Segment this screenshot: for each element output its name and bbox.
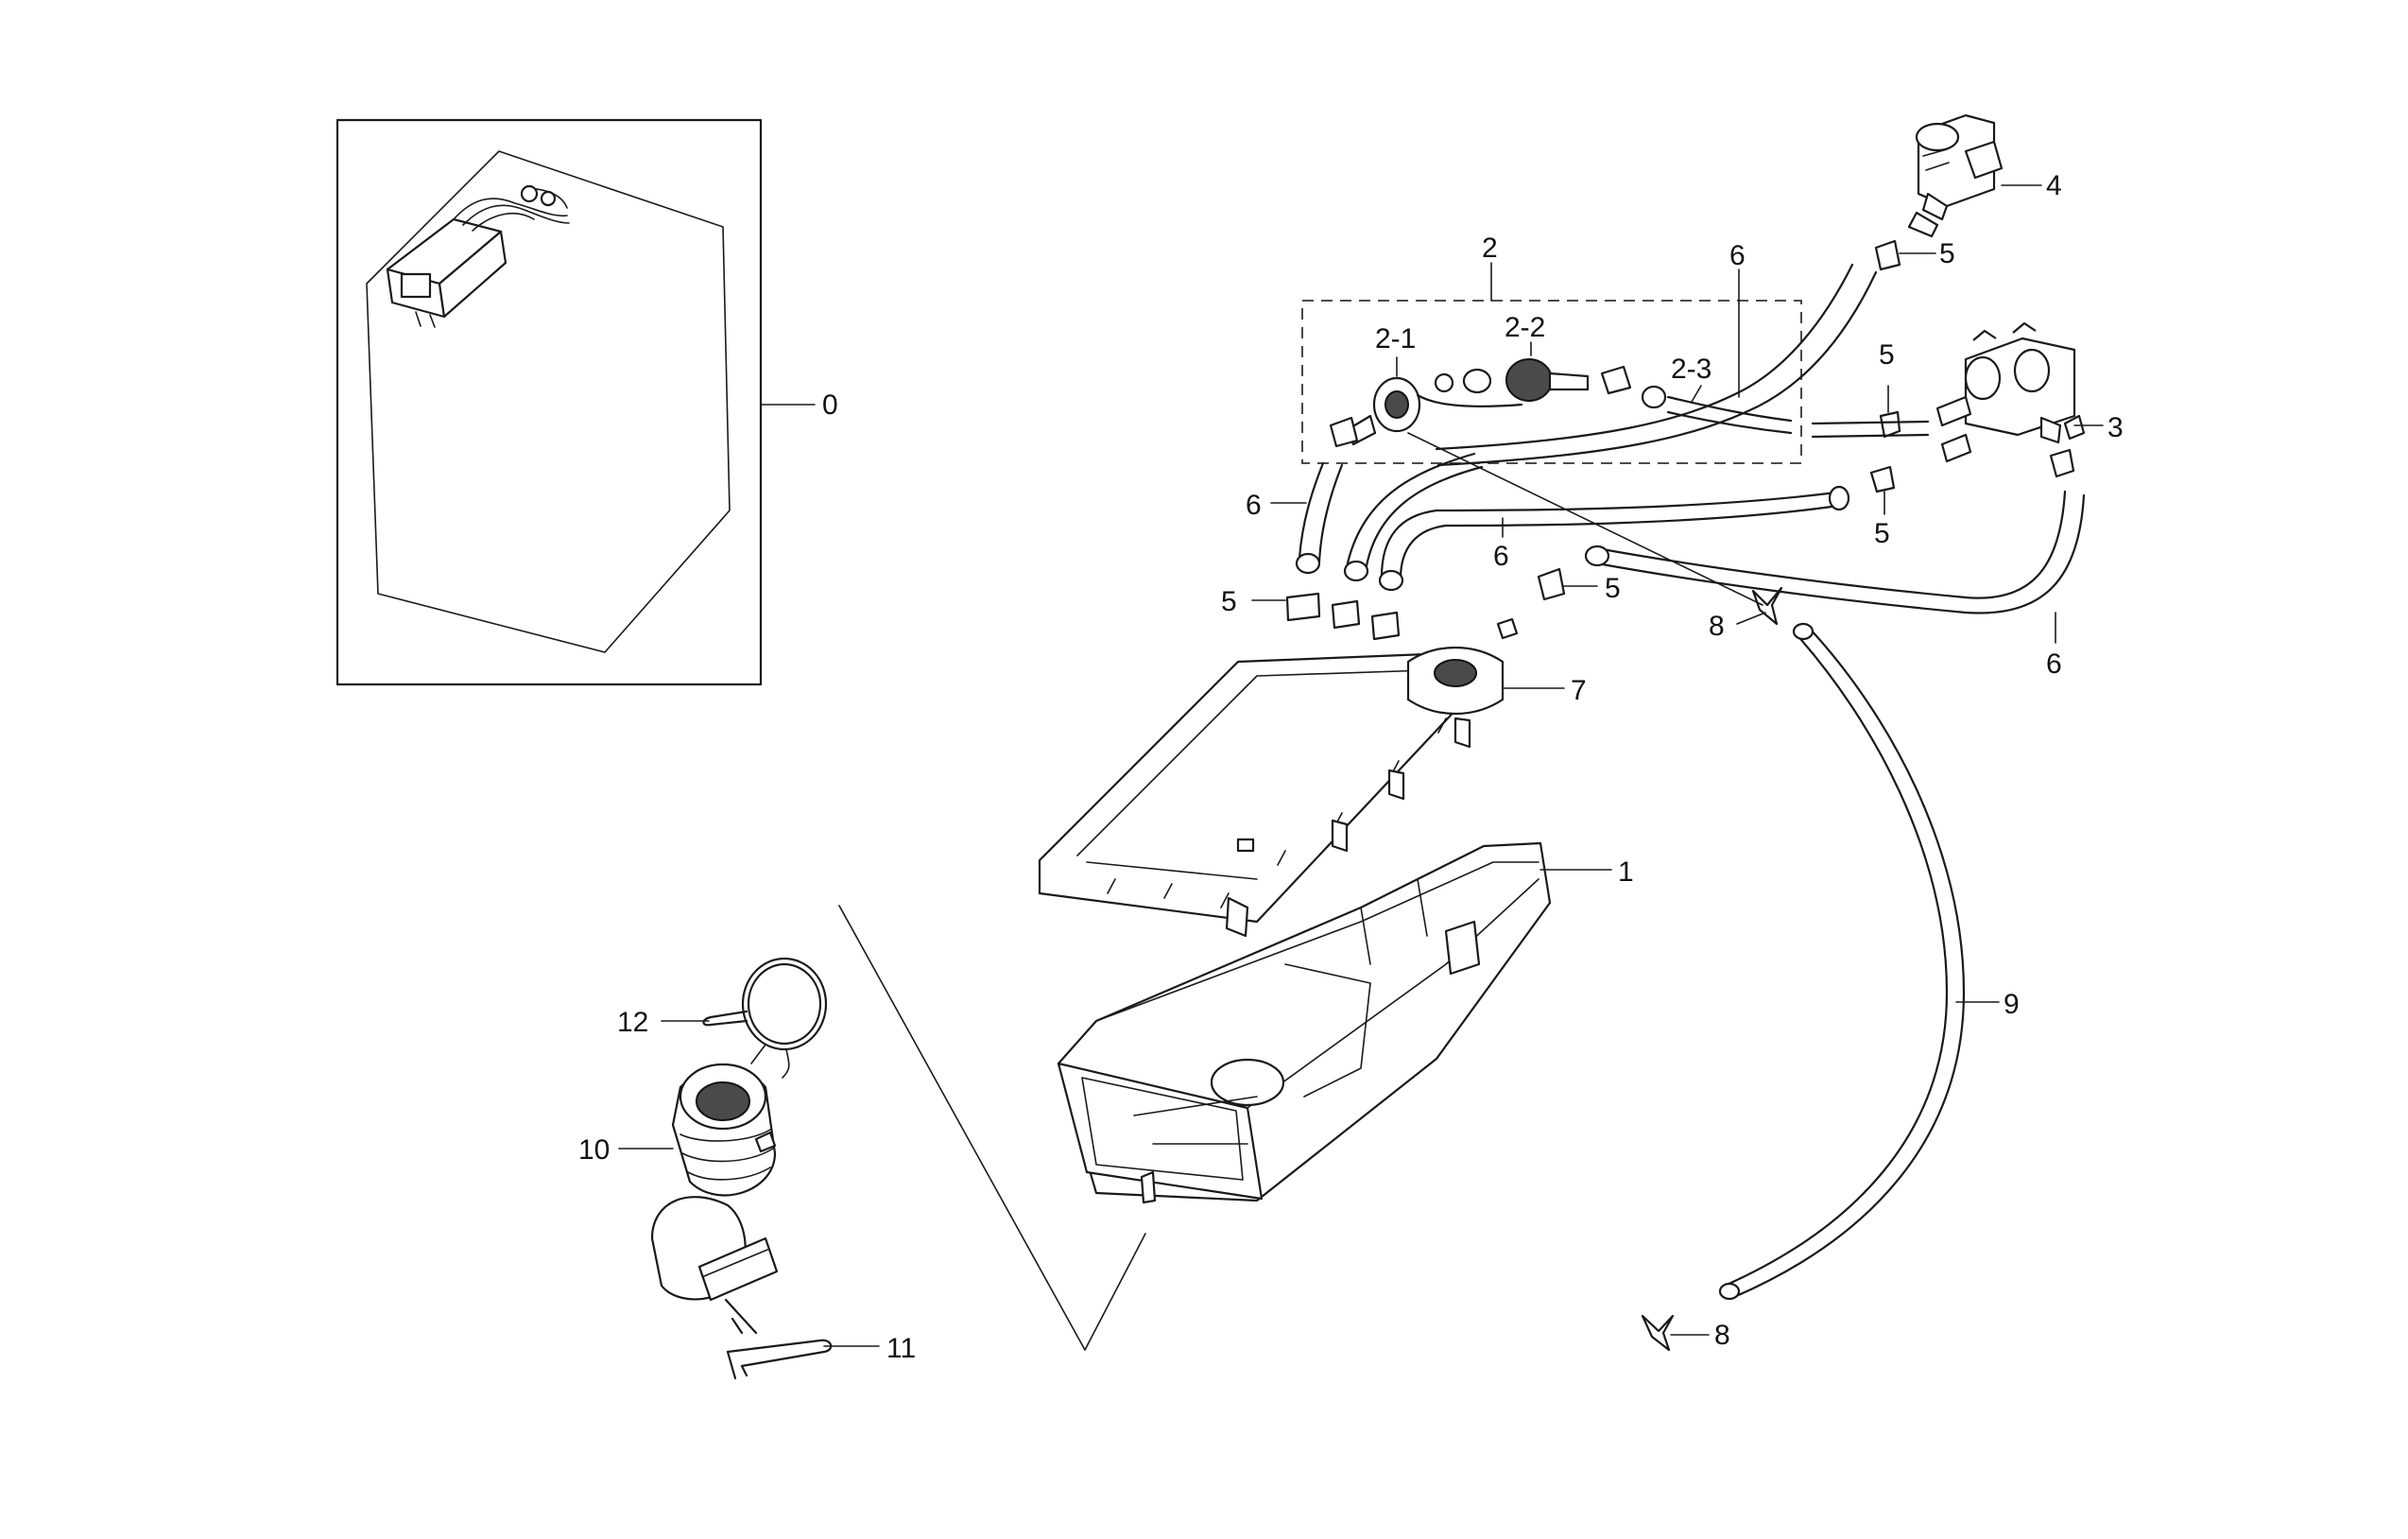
label-5-a: 5: [1939, 238, 1955, 269]
clip-upper: [1751, 586, 1783, 626]
part-12-ring-clamp: [702, 957, 828, 1079]
label-6-d: 6: [2046, 648, 2062, 680]
label-0: 0: [822, 389, 838, 421]
label-7: 7: [1571, 675, 1587, 706]
part-3-double-valve: [1935, 321, 2086, 463]
part-7-dispenser-cover: [1038, 617, 1519, 938]
label-6-c: 6: [1493, 541, 1509, 572]
part-4-water-valve: [1907, 113, 2004, 238]
label-3: 3: [2107, 412, 2124, 443]
clamp-mid-right: [1879, 410, 1901, 439]
label-2-1: 2-1: [1375, 323, 1416, 354]
label-5-e: 5: [1221, 586, 1237, 617]
label-12: 12: [617, 1007, 648, 1038]
hoses-6: [1295, 263, 2086, 614]
part-1-dispenser-housing: [1057, 841, 1552, 1204]
label-5-d: 5: [1605, 573, 1621, 604]
part-9-long-tube: [1718, 622, 1966, 1301]
kit-dashed-frame: [1301, 300, 1802, 464]
clamp-right-of-3: [2049, 448, 2075, 478]
label-11: 11: [886, 1333, 916, 1364]
hose-kit-2: 2 2-1 2-2 2-3: [1301, 233, 1802, 464]
detail-callout-lines: [838, 905, 1146, 1351]
inset-assembly-0: 0: [335, 118, 838, 686]
clamp-kit-left: [1329, 416, 1359, 448]
clamp-left-3: [1370, 611, 1401, 641]
label-1: 1: [1618, 856, 1634, 888]
part-2-3-tube: [1666, 395, 1793, 423]
part-2-2-nozzle: [1505, 358, 1590, 402]
label-9: 9: [2004, 989, 2020, 1020]
inset-dispenser-icon: [386, 184, 570, 328]
label-2-3: 2-3: [1671, 354, 1711, 385]
label-8-a: 8: [1709, 611, 1725, 642]
label-10: 10: [578, 1134, 610, 1166]
label-4: 4: [2046, 170, 2062, 201]
clamp-left-1: [1285, 592, 1321, 622]
part-2-1-connector: [1345, 376, 1421, 446]
label-2: 2: [1482, 233, 1498, 264]
clip-lower: [1641, 1314, 1675, 1352]
clamps-5: [1285, 239, 2075, 641]
gasket-ring: [1462, 368, 1492, 394]
label-8-b: 8: [1714, 1320, 1730, 1351]
label-5-c: 5: [1874, 518, 1890, 549]
part-10-bellows-boot: [650, 1044, 779, 1302]
clamp-left-2: [1331, 599, 1361, 630]
inset-frame: [335, 118, 763, 686]
gasket-small: [1434, 372, 1454, 393]
kit-clamp: [1600, 365, 1632, 395]
inset-sheet-outline: [366, 150, 731, 653]
clamp-low-right: [1869, 465, 1896, 493]
part-11-wire-clip: [724, 1298, 833, 1380]
label-5-b: 5: [1879, 339, 1895, 371]
label-6-a: 6: [1729, 240, 1746, 271]
part-8-clips: [1641, 586, 1783, 1352]
clamp-top-right: [1874, 239, 1901, 271]
clamp-mid: [1537, 567, 1566, 601]
label-6-b: 6: [1246, 490, 1262, 521]
label-2-2: 2-2: [1505, 312, 1545, 343]
